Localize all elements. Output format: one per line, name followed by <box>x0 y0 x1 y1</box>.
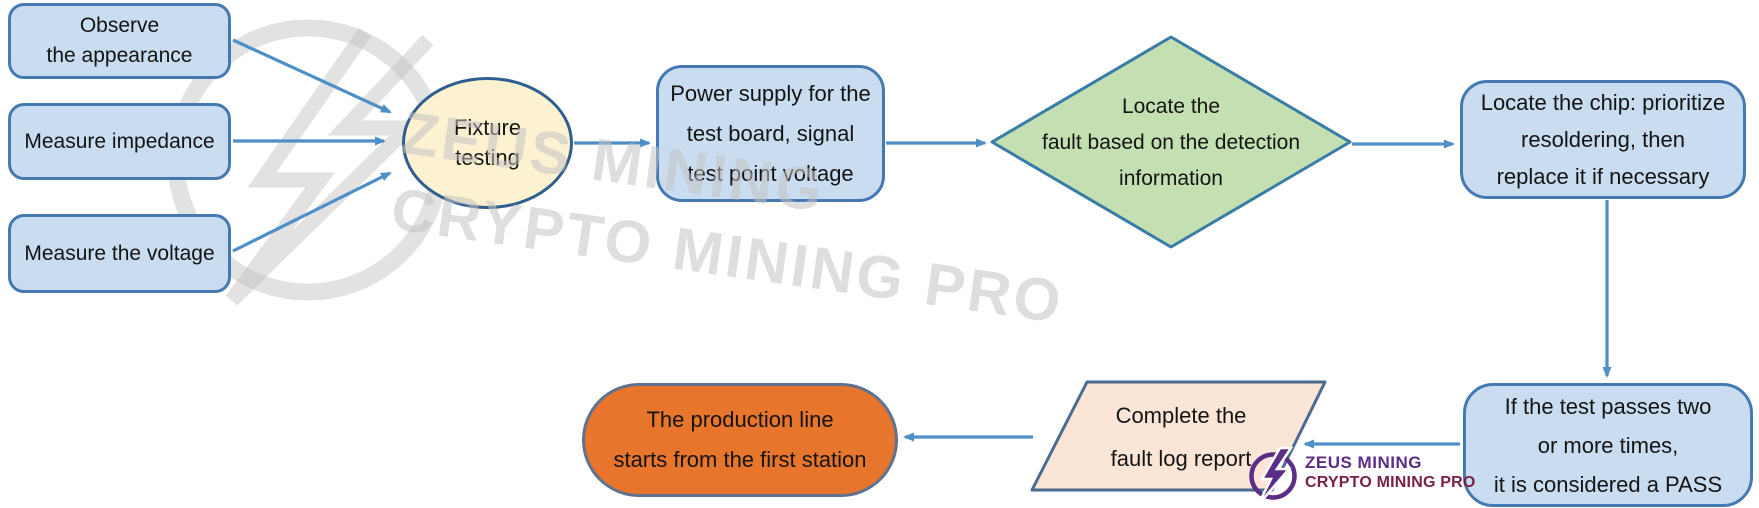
brand-text: ZEUS MINING CRYPTO MINING PRO <box>1305 453 1476 493</box>
node-line: If the test passes two <box>1504 393 1712 419</box>
node-line: test board, signal <box>686 120 855 146</box>
node-line: Power supply for the <box>670 80 871 106</box>
watermark-lightning-bolt-icon <box>225 27 434 306</box>
node-line: fault based on the detection <box>1041 131 1301 154</box>
node-line: replace it if necessary <box>1496 164 1710 189</box>
node-power-supply-test: Power supply for the test board, signal … <box>656 65 885 202</box>
node-fixture-testing: Fixture testing <box>402 77 573 209</box>
arrow-voltage-to-fixture <box>232 171 392 253</box>
node-line: testing <box>455 145 520 170</box>
node-observe-appearance: Observe the appearance <box>8 3 231 79</box>
node-fault-log-report-label: Complete the fault log report <box>1063 393 1299 481</box>
brand-name: ZEUS MINING <box>1305 453 1422 472</box>
node-production-line: The production line starts from the firs… <box>582 383 898 497</box>
node-line: Measure the voltage <box>24 241 215 265</box>
node-line: Measure impedance <box>24 129 215 153</box>
node-line: Fixture <box>453 115 522 140</box>
node-line: test point voltage <box>687 160 854 186</box>
node-line: the appearance <box>46 44 193 67</box>
node-test-pass: If the test passes two or more times, it… <box>1463 383 1753 507</box>
node-measure-voltage: Measure the voltage <box>8 214 231 293</box>
arrow-observe-to-fixture <box>232 38 392 114</box>
node-measure-impedance: Measure impedance <box>8 103 231 180</box>
node-line: information <box>1119 167 1223 190</box>
node-line: Locate the chip: prioritize <box>1480 90 1726 115</box>
node-line: Observe <box>79 14 160 37</box>
node-line: resoldering, then <box>1521 127 1685 152</box>
node-line: The production line <box>646 407 834 432</box>
node-line: fault log report <box>1110 446 1252 471</box>
brand-tagline: CRYPTO MINING PRO <box>1305 474 1476 491</box>
brand-logo: ZEUS MINING CRYPTO MINING PRO <box>1246 445 1476 507</box>
node-line: it is considered a PASS <box>1493 471 1723 497</box>
node-locate-chip: Locate the chip: prioritize resoldering,… <box>1460 80 1746 199</box>
node-line: Complete the <box>1115 403 1247 428</box>
node-line: starts from the first station <box>613 447 867 472</box>
node-locate-fault-label: Locate the fault based on the detection … <box>1001 89 1341 197</box>
node-line: or more times, <box>1537 432 1679 458</box>
node-line: Locate the <box>1121 95 1221 118</box>
brand-lightning-bolt-icon <box>1249 446 1297 506</box>
